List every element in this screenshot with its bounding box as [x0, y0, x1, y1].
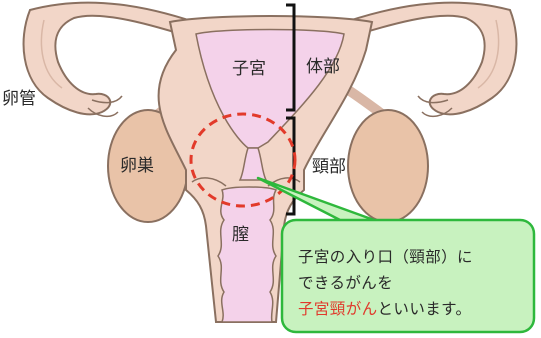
callout-line-3-rest: といいます。 [378, 300, 472, 318]
label-cervix: 頸部 [312, 157, 346, 177]
label-ovary: 卵巣 [120, 156, 154, 176]
callout-line-2: できるがんを [298, 270, 530, 296]
callout-line-3: 子宮頸がんといいます。 [298, 296, 530, 322]
label-fallopian-tube: 卵管 [2, 89, 36, 109]
label-vagina: 膣 [232, 225, 249, 245]
vaginal-canal [218, 187, 276, 322]
callout-highlight-term: 子宮頸がん [298, 300, 378, 318]
label-body: 体部 [306, 57, 340, 77]
callout-text: 子宮の入り口（頸部）に できるがんを 子宮頸がんといいます。 [298, 244, 530, 322]
label-uterus: 子宮 [232, 59, 266, 79]
ovary-right [348, 110, 428, 222]
callout-line-1: 子宮の入り口（頸部）に [298, 244, 530, 270]
